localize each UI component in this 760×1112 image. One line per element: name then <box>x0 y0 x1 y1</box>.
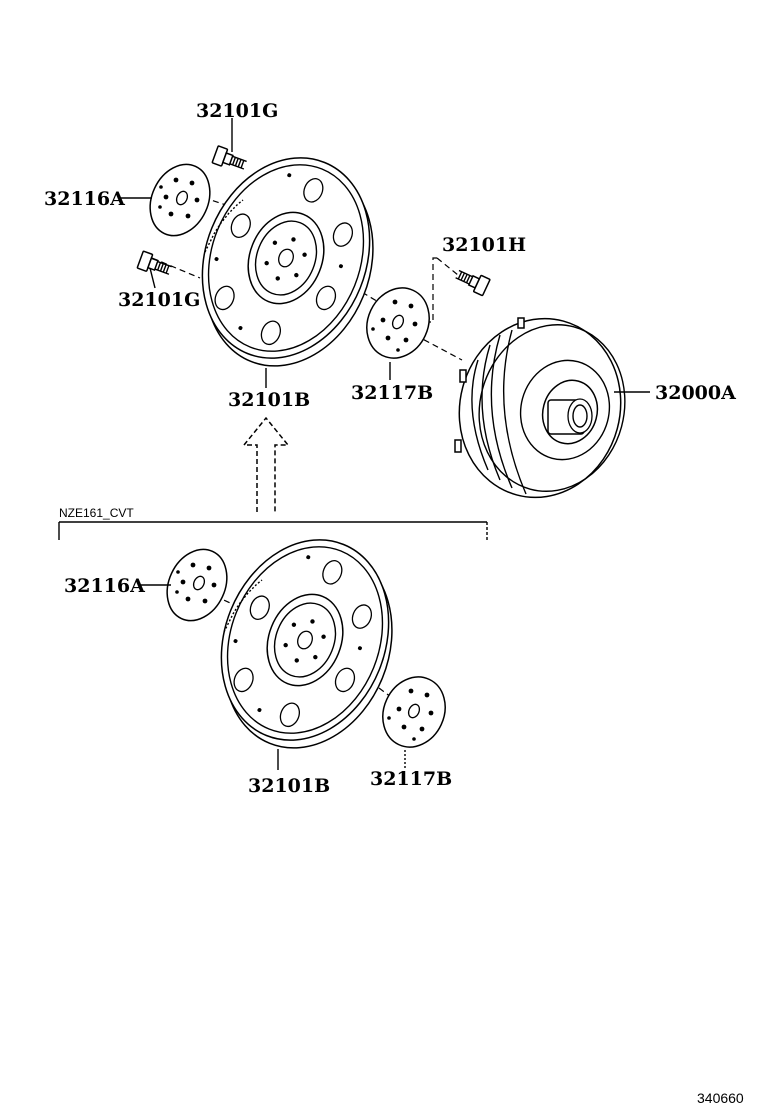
ring-gear-teeth-upper <box>204 199 244 253</box>
variant-bracket <box>58 521 488 540</box>
lower-leaders <box>141 584 406 770</box>
label-32116a-lower: 32116A <box>64 575 145 597</box>
label-32117b-lower: 32117B <box>370 768 452 790</box>
torque-converter <box>454 317 626 499</box>
spacer-upper <box>149 163 211 237</box>
bolt-right <box>455 269 491 297</box>
rear-plate-upper <box>366 287 430 359</box>
label-32101b-upper: 32101B <box>228 389 310 411</box>
bolt-left <box>136 250 172 275</box>
label-32117b-upper: 32117B <box>351 382 433 404</box>
drive-plate-lower <box>220 539 393 749</box>
label-32101g-left: 32101G <box>118 289 200 311</box>
ring-gear-teeth-lower <box>223 579 263 633</box>
drive-plate-upper <box>201 157 374 367</box>
label-32101h: 32101H <box>442 234 526 256</box>
spacer-lower <box>166 548 228 622</box>
variant-label: NZE161_CVT <box>59 506 134 520</box>
up-arrow <box>242 416 290 512</box>
diagram-number: 340660 <box>697 1090 744 1106</box>
label-32101b-lower: 32101B <box>248 775 330 797</box>
bolt-top <box>211 145 247 170</box>
label-32101g-top: 32101G <box>196 100 278 122</box>
label-32116a-upper: 32116A <box>44 188 125 210</box>
upper-leaders <box>120 118 650 393</box>
label-32000a: 32000A <box>655 382 736 404</box>
rear-plate-lower <box>382 676 446 748</box>
